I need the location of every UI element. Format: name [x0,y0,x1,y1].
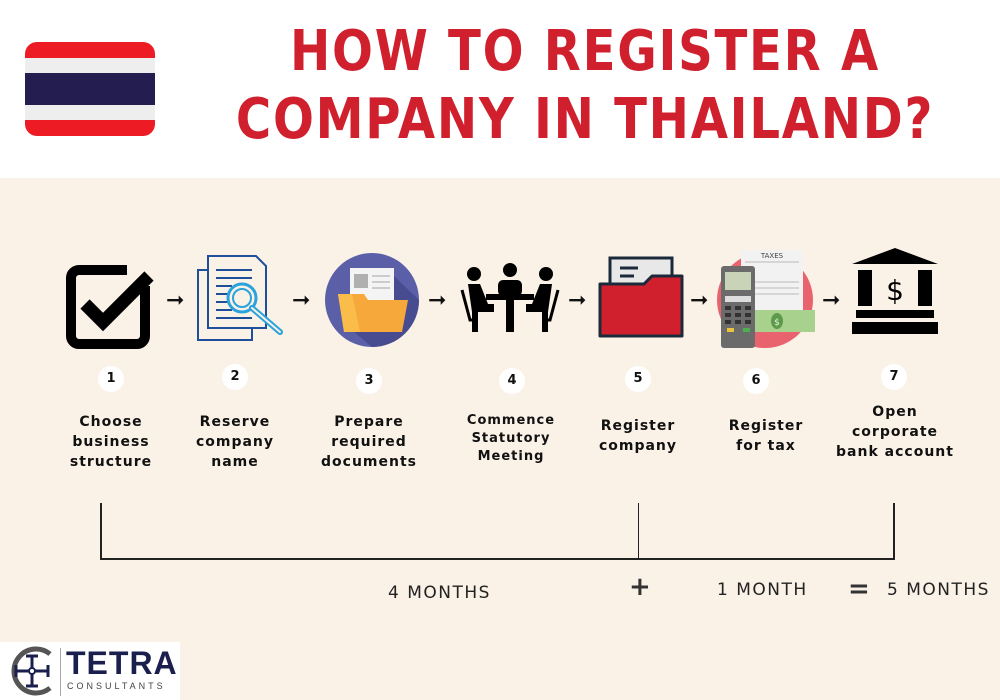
step-number-7: 7 [881,364,907,390]
page-title: HOW TO REGISTER A COMPANY IN THAILAND? [228,18,942,154]
taxes-icon: TAXES $ [715,248,815,352]
step-number-1: 1 [98,366,124,392]
tetra-emblem-icon [11,646,52,696]
timeline-tick-start [100,503,102,560]
step-label-6: Register for tax [728,418,804,454]
step-label-4: Commence Statutory Meeting [466,413,556,464]
step-number-5: 5 [625,366,651,392]
step-label-3: Prepare required documents [321,414,417,470]
timeline-tick-end [893,503,895,560]
step-number-4: 4 [499,368,525,394]
meeting-icon [460,260,560,344]
timeline-baseline [100,558,895,560]
header: HOW TO REGISTER A COMPANY IN THAILAND? [0,0,1000,178]
red-folder-icon [598,256,684,344]
title-line-1: HOW TO REGISTER A [290,19,880,84]
step-number-2: 2 [222,364,248,390]
arrow-right-icon: ➞ [690,288,709,313]
bank-icon: $ [850,246,940,340]
step-number-6: 6 [743,368,769,394]
duration-total: 5 MONTHS [887,580,990,600]
plus-sign: + [629,572,651,602]
title-line-2: COMPANY IN THAILAND? [235,87,935,152]
arrow-right-icon: ➞ [292,288,311,313]
step-label-5: Register company [598,418,678,454]
logo-name: TETRA [66,645,178,681]
checkbox-icon [65,262,157,354]
step-number-3: 3 [356,368,382,394]
duration-4-months: 4 MONTHS [388,583,491,603]
process-panel: TAXES $ $ [0,178,1000,700]
arrow-right-icon: ➞ [822,288,841,313]
arrow-right-icon: ➞ [166,288,185,313]
duration-1-month: 1 MONTH [717,580,808,600]
step-label-2: Reserve company name [195,414,275,470]
logo-divider [60,648,61,696]
document-search-icon [196,254,288,348]
equals-sign: = [848,574,870,604]
folder-documents-icon [324,252,420,352]
svg-text:TAXES: TAXES [760,252,784,260]
arrow-right-icon: ➞ [568,288,587,313]
step-label-7: Open corporate bank account [836,404,954,460]
timeline-tick-mid [638,503,639,560]
svg-text:$: $ [886,274,904,307]
svg-text:$: $ [774,318,780,328]
arrow-right-icon: ➞ [428,288,447,313]
thailand-flag-icon [25,42,155,136]
tetra-logo: TETRA CONSULTANTS [0,642,180,700]
logo-subtitle: CONSULTANTS [67,681,166,691]
step-label-1: Choose business structure [69,414,153,470]
